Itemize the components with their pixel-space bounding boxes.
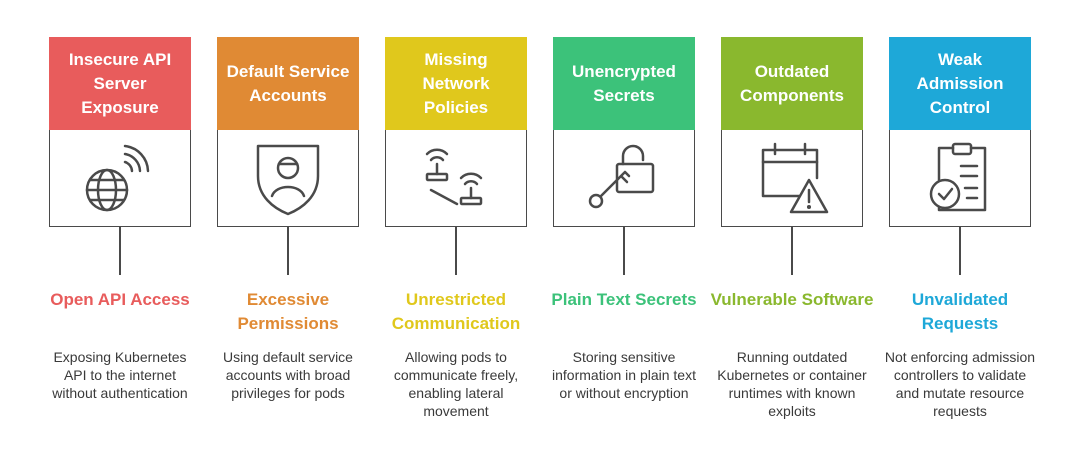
column-title: Unvalidated Requests <box>911 290 1009 333</box>
clipboard-check-icon <box>929 142 987 212</box>
connector-line <box>623 227 625 275</box>
icon-box <box>553 130 695 227</box>
column-network-policies: Missing Network Policies Unrestricted Co… <box>385 0 535 464</box>
column-title: Unrestricted Communication <box>391 290 521 333</box>
column-title: Excessive Permissions <box>237 290 339 333</box>
icon-box <box>385 130 527 227</box>
column-title: Plain Text Secrets <box>551 290 697 309</box>
calendar-warning-icon <box>761 142 829 214</box>
icon-box <box>721 130 863 227</box>
column-admission-control: Weak Admission Control Unvalidated Reque… <box>885 0 1039 464</box>
column-description: Storing sensitive information in plain t… <box>552 349 696 401</box>
routers-icon <box>425 148 483 206</box>
icon-box <box>49 130 191 227</box>
column-description: Not enforcing admission controllers to v… <box>884 349 1036 419</box>
column-outdated-components: Outdated Components Vulnerable Software … <box>711 0 873 464</box>
column-header: Default Service Accounts <box>217 37 359 130</box>
connector-line <box>455 227 457 275</box>
column-description: Running outdated Kubernetes or container… <box>717 349 867 419</box>
connector-line <box>287 227 289 275</box>
column-header: Weak Admission Control <box>889 37 1031 130</box>
icon-box <box>889 130 1031 227</box>
column-header: Missing Network Policies <box>385 37 527 130</box>
icon-box <box>217 130 359 227</box>
column-api-exposure: Insecure API Server Exposure Open API Ac… <box>49 0 199 464</box>
column-description: Using default service accounts with broa… <box>223 349 353 401</box>
connector-line <box>791 227 793 275</box>
column-description: Exposing Kubernetes API to the internet … <box>52 349 188 401</box>
column-header: Outdated Components <box>721 37 863 130</box>
column-service-accounts: Default Service Accounts Excessive Permi… <box>217 0 367 464</box>
column-header: Unencrypted Secrets <box>553 37 695 130</box>
column-description: Allowing pods to communicate freely, ena… <box>393 349 519 419</box>
column-header: Insecure API Server Exposure <box>49 37 191 130</box>
column-title: Vulnerable Software <box>710 290 874 309</box>
column-title: Open API Access <box>50 290 190 309</box>
globe-wifi-icon <box>85 144 150 212</box>
unlocked-padlock-key-icon <box>588 144 655 209</box>
connector-line <box>119 227 121 275</box>
column-unencrypted-secrets: Unencrypted Secrets Plain Text Secrets S… <box>551 0 703 464</box>
user-shield-icon <box>256 144 320 216</box>
connector-line <box>959 227 961 275</box>
